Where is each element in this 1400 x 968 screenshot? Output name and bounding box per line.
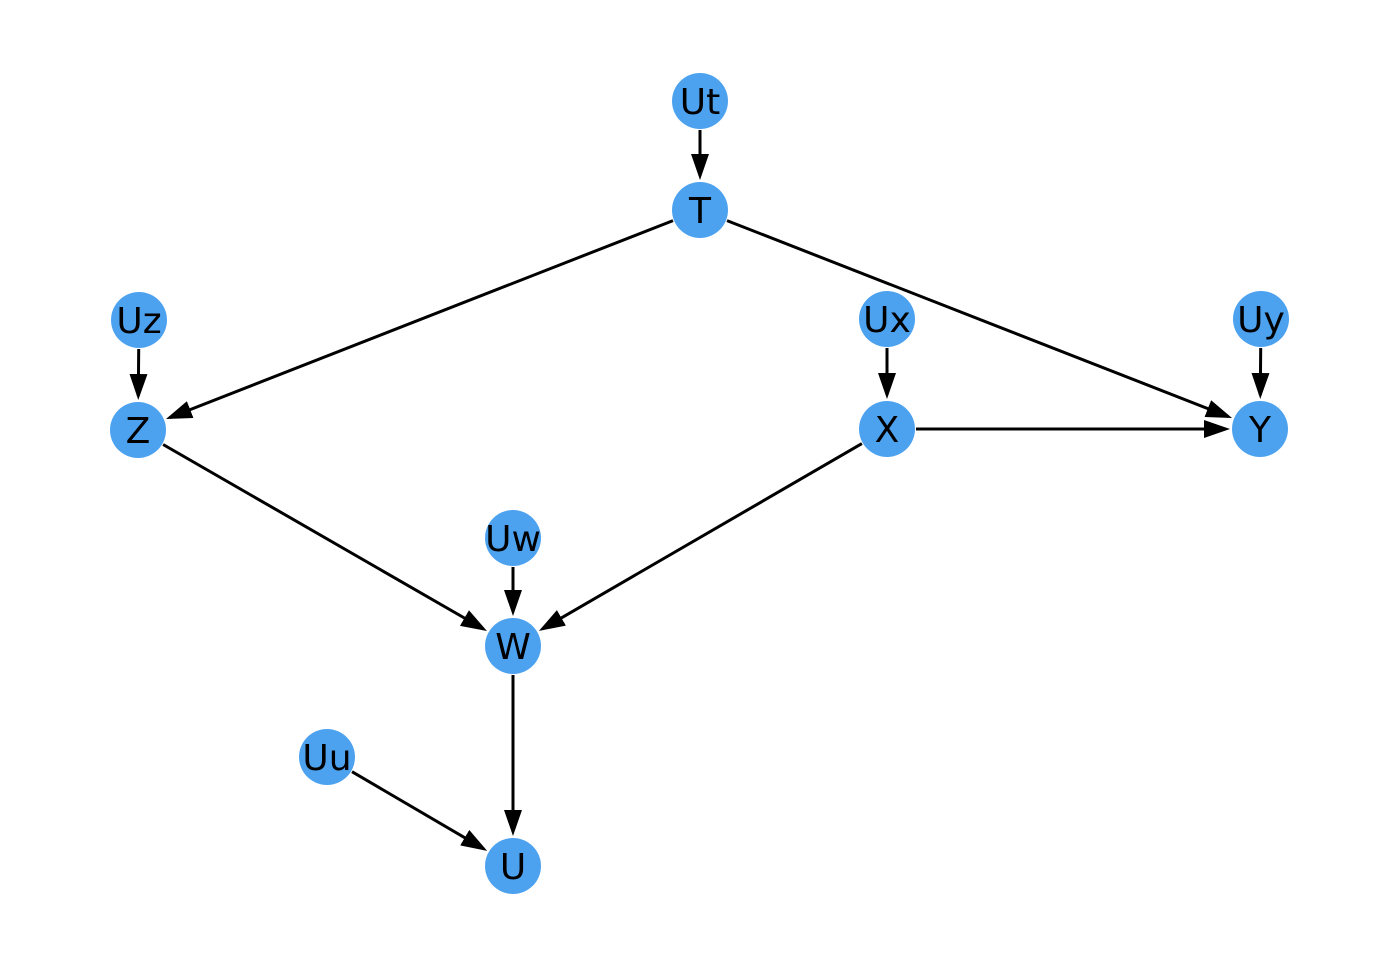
node-circle-Uw (485, 510, 541, 566)
node-circle-Uu (299, 729, 355, 785)
node-Ux: Ux (859, 291, 915, 347)
node-X: X (859, 401, 915, 457)
node-circle-T (672, 182, 728, 238)
edges-layer (129, 130, 1270, 851)
node-circle-Z (110, 402, 166, 458)
node-Uy: Uy (1233, 291, 1289, 347)
node-T: T (672, 182, 728, 238)
node-circle-W (485, 618, 541, 674)
edge-Uu-to-U (351, 770, 488, 851)
node-U: U (485, 838, 541, 894)
node-W: W (485, 618, 541, 674)
node-circle-Y (1232, 401, 1288, 457)
node-Ut: Ut (672, 73, 728, 129)
node-Z: Z (110, 402, 166, 458)
node-circle-U (485, 838, 541, 894)
edge-X-to-W (538, 442, 863, 631)
node-circle-Uz (111, 292, 167, 348)
node-circle-X (859, 401, 915, 457)
edge-T-to-Y (726, 219, 1233, 419)
edge-T-to-Z (165, 219, 674, 420)
node-Uu: Uu (299, 729, 355, 785)
node-Uw: Uw (485, 510, 541, 566)
node-Uz: Uz (111, 292, 167, 348)
edge-Z-to-W (162, 443, 487, 631)
node-circle-Ux (859, 291, 915, 347)
nodes-layer: UtT UzZ UxX UyY UwW UuU (110, 73, 1289, 894)
node-Y: Y (1232, 401, 1288, 457)
node-circle-Uy (1233, 291, 1289, 347)
node-circle-Ut (672, 73, 728, 129)
